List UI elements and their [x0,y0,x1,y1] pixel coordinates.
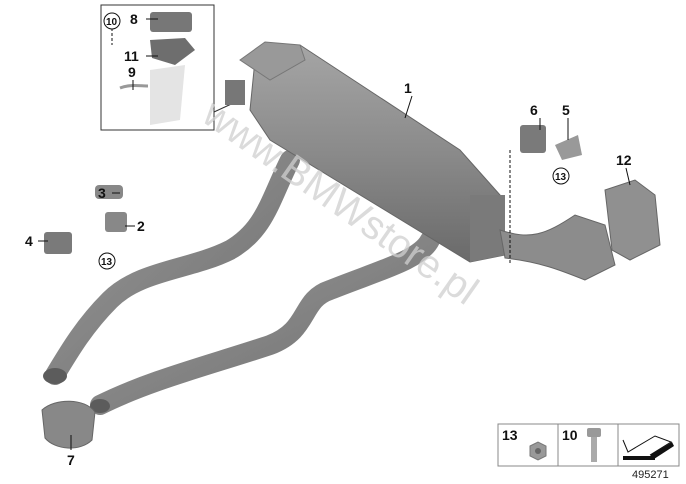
callout-4: 4 [25,233,33,249]
callout-12: 12 [616,152,632,168]
callout-2: 2 [137,218,145,234]
arrow-wedge-icon [622,435,674,460]
callout-10: 10 [106,17,118,28]
callout-1: 1 [404,80,412,96]
callout-6: 6 [530,102,538,118]
callout-11: 11 [124,48,139,64]
sensor-parts [119,12,245,125]
callout-9: 9 [128,64,136,80]
bolt-icon [587,428,601,462]
rear-silencer [239,41,616,281]
inset-frame [100,4,215,131]
legend-label-10: 10 [562,427,578,443]
brackets [41,125,661,449]
callout-8: 8 [130,11,138,27]
callout-13-left: 13 [101,257,113,268]
callout-13-right: 13 [555,172,567,183]
callout-3: 3 [98,185,106,201]
front-pipes [43,150,440,415]
leader-lines [38,18,631,450]
callout-5: 5 [562,102,570,118]
reference-number: 495271 [632,469,669,481]
legend-box: 13 10 [497,423,680,467]
legend-label-13: 13 [502,427,518,443]
callout-7: 7 [67,452,75,468]
